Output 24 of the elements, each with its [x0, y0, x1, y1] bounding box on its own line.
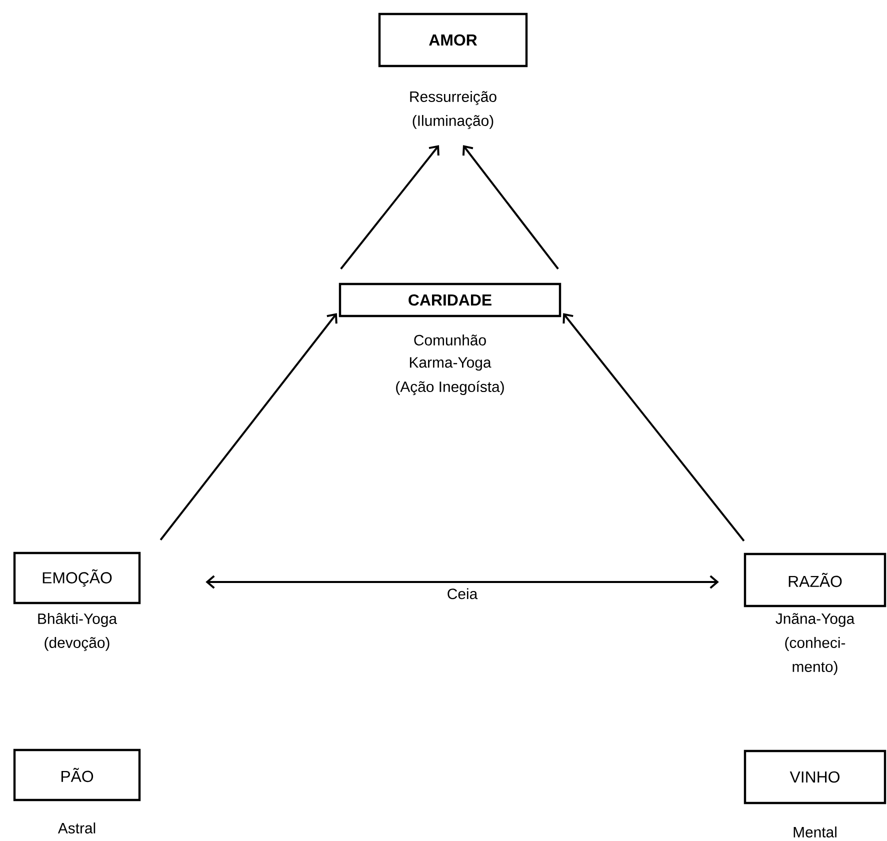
arrow	[160, 313, 338, 541]
caption-text: Comunhão	[414, 334, 486, 346]
arrow	[340, 145, 440, 270]
label-box: VINHO	[744, 750, 886, 804]
label-box: AMOR	[378, 12, 528, 68]
caption-text: (Iluminação)	[412, 115, 494, 129]
label-box: PÃO	[13, 748, 141, 802]
caption-text: (devoção)	[44, 637, 110, 651]
caption-text: (Ação Inegoísta)	[396, 380, 504, 396]
caption-text: (conheci-	[785, 637, 846, 651]
caption-text: mento)	[792, 661, 838, 675]
label-box: EMOÇÃO	[13, 552, 141, 604]
caption-text: Mental	[794, 826, 836, 838]
caption-text: Astral	[58, 822, 96, 834]
label-box: CARIDADE	[338, 282, 562, 318]
arrow	[462, 145, 559, 270]
caption-text: Ressurreição	[410, 91, 496, 105]
arrow	[206, 575, 719, 589]
label-box: RAZÃO	[744, 552, 886, 608]
caption-text: Karma-Yoga	[410, 357, 492, 371]
edge-label: Ceia	[448, 588, 478, 600]
caption-text: Bhâkti-Yoga	[38, 613, 118, 627]
caption-text: Jnãna-Yoga	[776, 613, 855, 627]
arrow	[562, 313, 745, 542]
